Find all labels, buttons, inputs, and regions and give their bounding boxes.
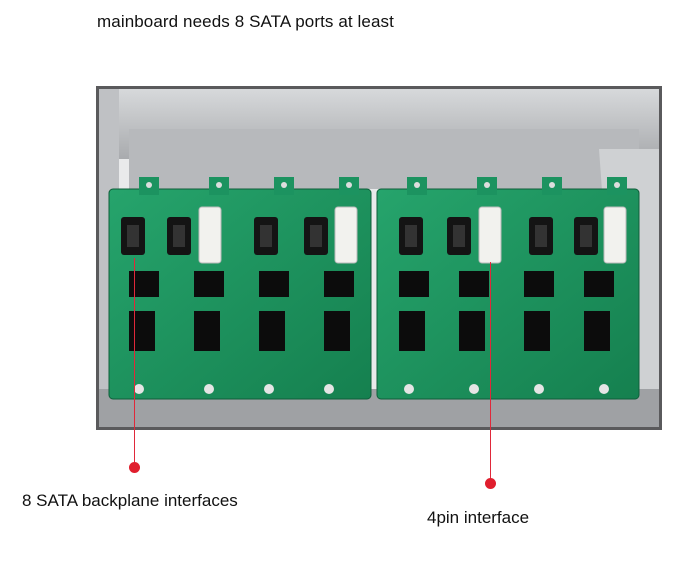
callout-label-4pin: 4pin interface: [427, 508, 530, 527]
backplane-illustration: [99, 89, 659, 427]
callout-dot-4pin: [485, 478, 496, 489]
page-title: mainboard needs 8 SATA ports at least: [97, 12, 394, 31]
callout-label-sata: 8 SATA backplane interfaces: [22, 491, 238, 510]
callout-line-4pin: [490, 262, 491, 484]
backplane-photo: [96, 86, 662, 430]
callout-dot-sata: [129, 462, 140, 473]
backplane-board-right: [376, 177, 640, 400]
backplane-board-left: [108, 177, 372, 400]
callout-line-sata: [134, 258, 135, 465]
